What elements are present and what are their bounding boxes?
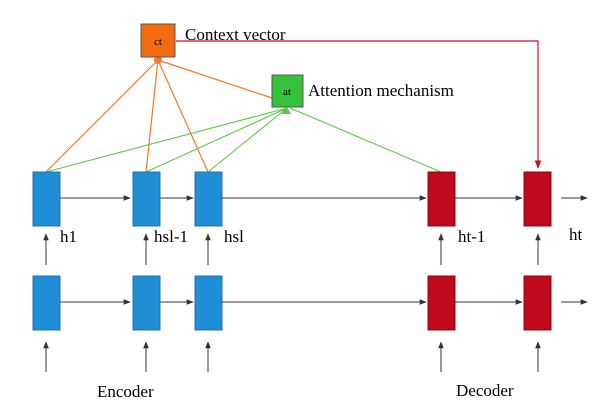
- context-line-attention: [157, 59, 273, 99]
- decoder-cell-ht: [523, 171, 552, 227]
- label-h1: h1: [60, 227, 77, 246]
- attention-mechanism-title: Attention mechanism: [308, 81, 454, 100]
- middle-vertical-arrows: [43, 233, 541, 265]
- context-line-h1: [45, 59, 159, 173]
- attention-connections: [45, 107, 442, 173]
- attention-line-hsl-1: [145, 107, 288, 173]
- attention-line-ht-1: [289, 107, 442, 173]
- decoder-top-row: [427, 171, 552, 227]
- attention-mechanism-box-label: at: [283, 86, 291, 98]
- decoder-label: Decoder: [456, 381, 514, 400]
- encoder-cell-h1: [32, 171, 61, 227]
- decoder-bottom-row: [427, 275, 552, 331]
- label-ht-1: ht-1: [458, 227, 485, 246]
- attention-arrowhead: [281, 107, 291, 114]
- input-arrows: [43, 341, 541, 372]
- attention-mechanism-box: [271, 74, 304, 108]
- attention-line-h1: [45, 107, 288, 173]
- decoder-bottom-cell-1: [427, 275, 456, 331]
- context-line-hsl: [157, 59, 209, 173]
- label-hsl: hsl: [224, 227, 244, 246]
- encoder-cell-hsl: [194, 171, 223, 227]
- encoder-bottom-cell-2: [132, 275, 161, 331]
- context-line-hsl-1: [145, 59, 159, 173]
- attention-line-hsl: [207, 107, 288, 173]
- label-hsl-1: hsl-1: [154, 227, 188, 246]
- label-ht: ht: [569, 225, 583, 244]
- encoder-bottom-cell-3: [194, 275, 223, 331]
- context-junction-dot: [154, 56, 162, 64]
- encoder-cell-hsl-1: [132, 171, 161, 227]
- context-vector-box-label: ct: [154, 36, 162, 48]
- encoder-bottom-row: [32, 275, 223, 331]
- decoder-cell-ht-1: [427, 171, 456, 227]
- decoder-bottom-cell-2: [523, 275, 552, 331]
- context-connections: [45, 59, 273, 173]
- encoder-label: Encoder: [97, 382, 154, 401]
- context-vector-title: Context vector: [185, 25, 286, 44]
- encoder-top-row: [32, 171, 223, 227]
- encoder-bottom-cell-1: [32, 275, 61, 331]
- context-vector-box: [140, 23, 176, 58]
- context-to-decoder-line: [176, 40, 542, 169]
